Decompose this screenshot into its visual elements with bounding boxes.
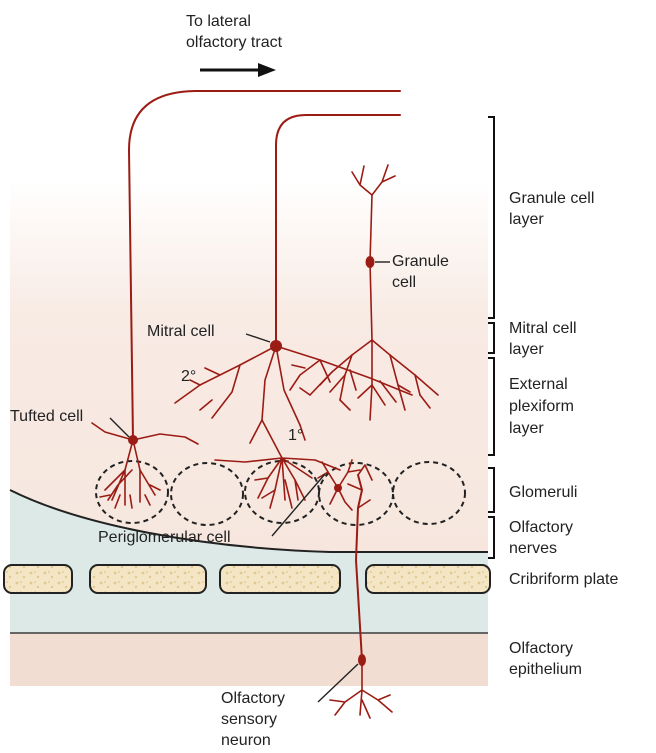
external-plexiform-label-line3: layer <box>509 418 544 439</box>
bulb-background <box>10 180 488 560</box>
bracket-granule-layer <box>488 117 494 318</box>
cribriform-plate-label: Cribriform plate <box>509 569 618 590</box>
sensory-neuron-label-line3: neuron <box>221 730 271 751</box>
granule-cell-label-line2: cell <box>392 272 416 293</box>
granule-cell-label-line1: Granule <box>392 251 449 272</box>
periglomerular-cell-body <box>334 484 342 492</box>
primary-dendrite-label: 1° <box>288 425 303 446</box>
tract-label-line1: To lateral <box>186 11 251 32</box>
bracket-external-plexiform <box>488 358 494 455</box>
sensory-neuron-body <box>358 654 366 666</box>
sensory-neuron-label-line2: sensory <box>221 709 277 730</box>
olfactory-epithelium-label-line1: Olfactory <box>509 638 573 659</box>
tufted-cell-body <box>128 435 138 445</box>
secondary-dendrite-label: 2° <box>181 366 196 387</box>
bracket-olfactory-nerves <box>488 517 494 558</box>
mitral-cell-layer-label-line1: Mitral cell <box>509 318 577 339</box>
external-plexiform-label-line2: plexiform <box>509 396 574 417</box>
mitral-cell-label: Mitral cell <box>147 321 215 342</box>
granule-cell-layer-label-line1: Granule cell <box>509 188 594 209</box>
olfactory-nerves-label-line2: nerves <box>509 538 557 559</box>
layer-brackets <box>488 117 494 558</box>
periglomerular-cell-label: Periglomerular cell <box>98 527 231 548</box>
sensory-neuron-label-line1: Olfactory <box>221 688 285 709</box>
olfactory-epithelium-label-line2: epithelium <box>509 659 582 680</box>
bone-segment <box>90 565 206 593</box>
epithelium-background <box>10 634 488 686</box>
bone-segment <box>366 565 490 593</box>
mitral-cell-body <box>270 340 282 352</box>
bracket-glomeruli <box>488 468 494 512</box>
tract-arrow <box>200 63 276 77</box>
tract-label-line2: olfactory tract <box>186 32 282 53</box>
olfactory-nerves-label-line1: Olfactory <box>509 517 573 538</box>
tufted-cell-label: Tufted cell <box>10 406 83 427</box>
bone-segment <box>4 565 72 593</box>
external-plexiform-label-line1: External <box>509 374 568 395</box>
bone-segment <box>220 565 340 593</box>
mitral-cell-layer-label-line2: layer <box>509 339 544 360</box>
glomeruli-label: Glomeruli <box>509 482 577 503</box>
granule-cell-layer-label-line2: layer <box>509 209 544 230</box>
granule-cell-body <box>366 256 375 268</box>
bracket-mitral-layer <box>488 323 494 353</box>
